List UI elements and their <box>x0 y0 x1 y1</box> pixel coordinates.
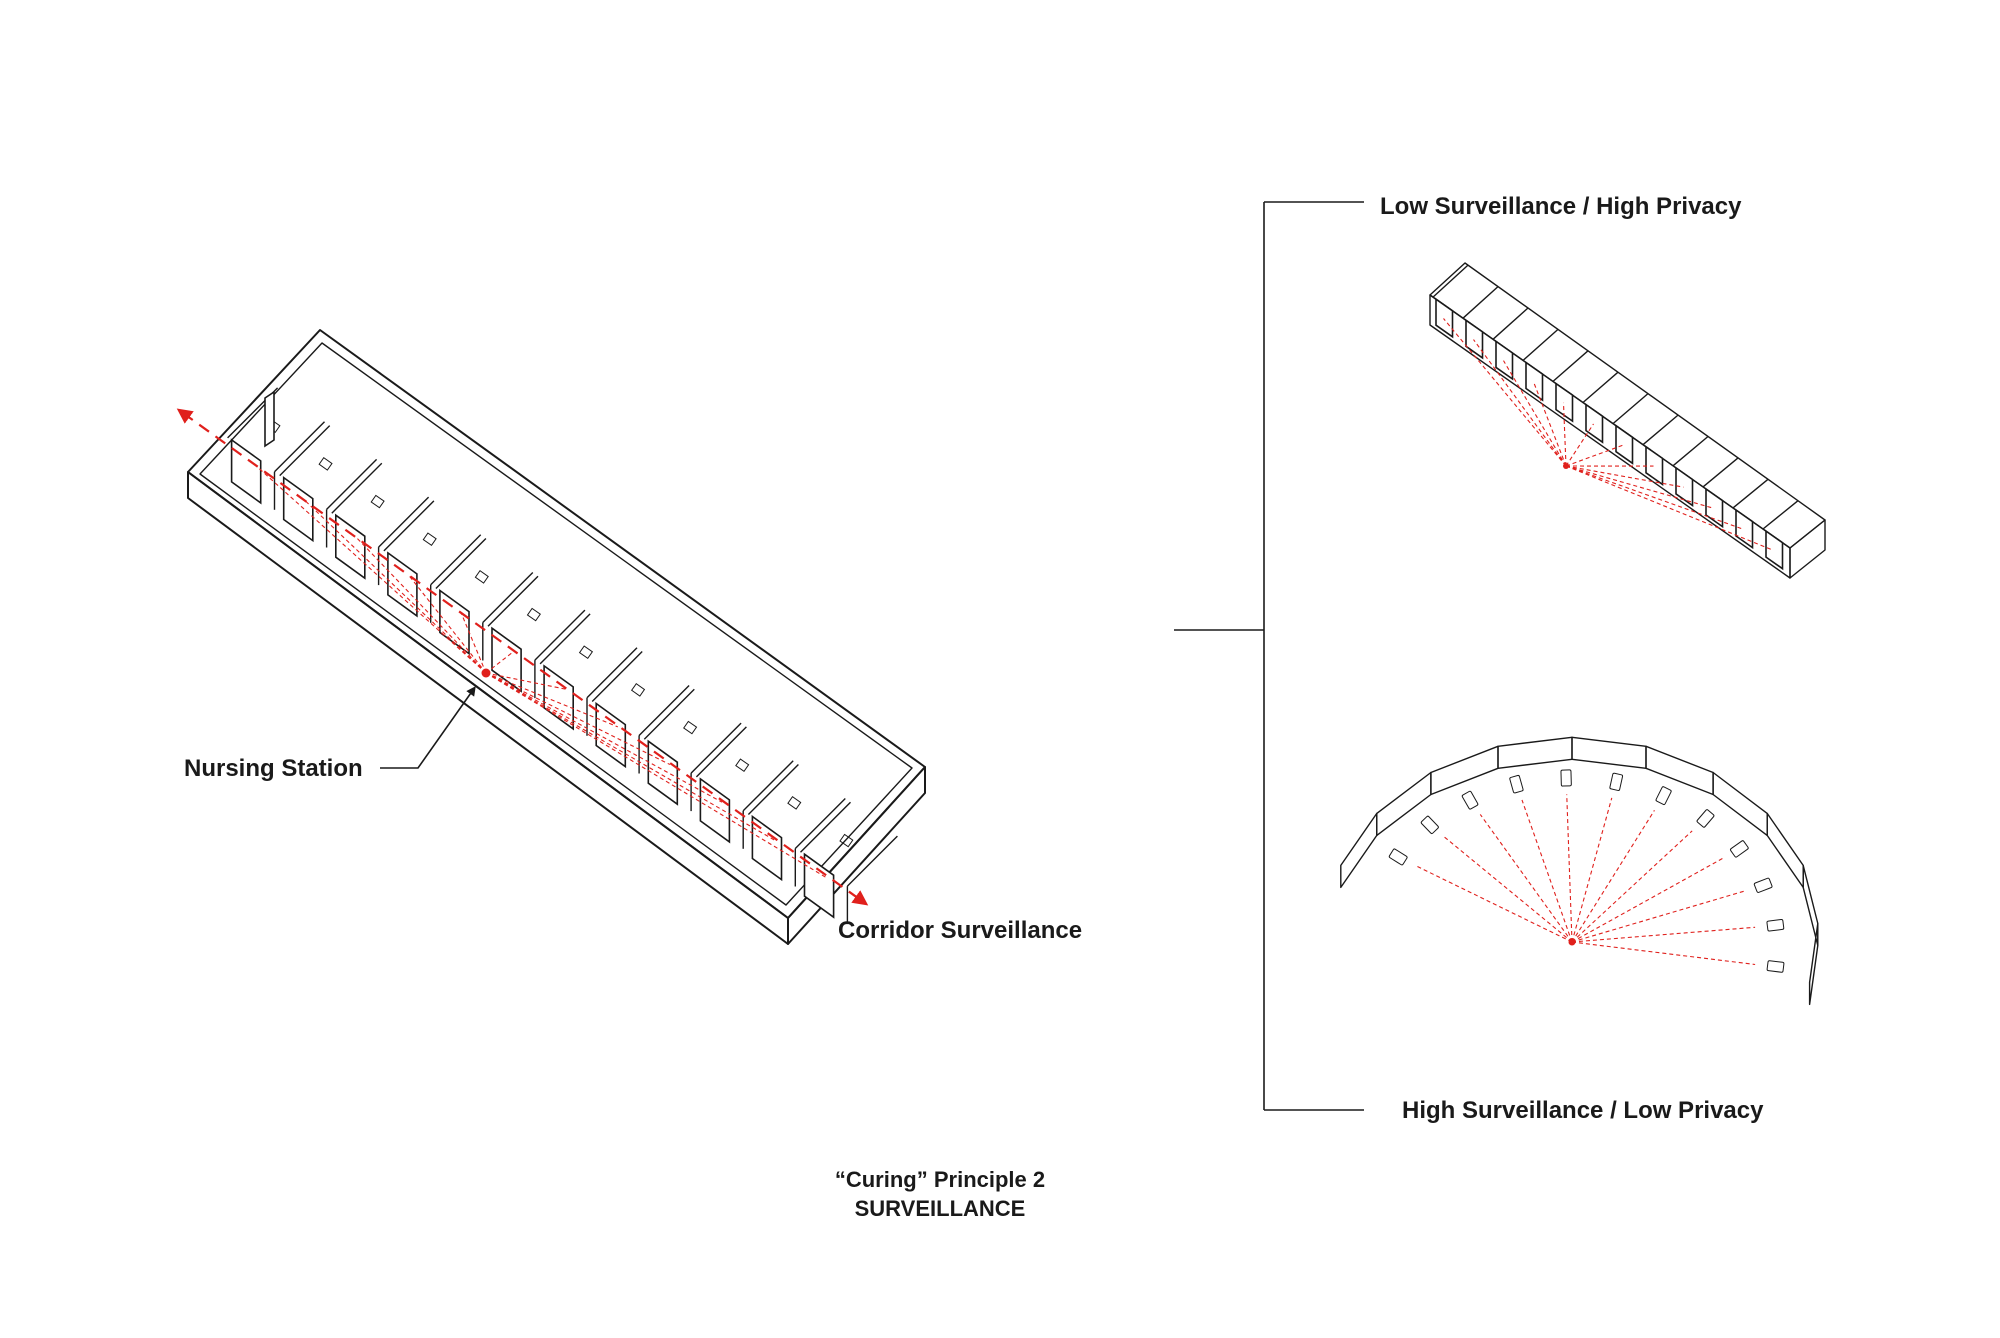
curved-wall-panel <box>1572 737 1646 768</box>
patient-room <box>592 652 689 774</box>
curved-bed <box>1767 919 1784 931</box>
main-ward-axonometric <box>183 330 925 944</box>
small-sight-line <box>1444 318 1567 466</box>
small-room <box>1583 372 1618 442</box>
curved-sight-line <box>1567 794 1572 942</box>
small-room <box>1733 479 1768 547</box>
curved-bed <box>1754 878 1773 893</box>
corridor-surveillance-arrow <box>183 413 862 901</box>
room-door <box>232 440 261 503</box>
patient-room <box>540 614 637 736</box>
high-surveillance-diagram <box>1341 737 1818 1004</box>
corridor-surveillance-label: Corridor Surveillance <box>838 917 1082 944</box>
curved-sight-line <box>1572 810 1654 942</box>
room-door <box>284 478 313 541</box>
sight-line <box>486 673 670 765</box>
patient-room <box>436 539 533 661</box>
room-door <box>648 741 677 804</box>
curved-sight-line <box>1572 858 1723 942</box>
curved-bed <box>1767 961 1784 973</box>
low-surveillance-diagram <box>1430 263 1825 578</box>
patient-room <box>280 426 377 548</box>
curved-wall-panel <box>1767 813 1803 887</box>
curved-sight-line <box>1522 800 1572 942</box>
curve-station-point <box>1569 939 1576 946</box>
nursing-station-leader <box>380 690 473 768</box>
caption-subtitle: SURVEILLANCE <box>855 1196 1026 1221</box>
comparison-bracket <box>1174 202 1364 1110</box>
curved-sight-line <box>1572 831 1692 942</box>
curved-bed <box>1696 809 1714 828</box>
small-sight-line <box>1566 466 1774 550</box>
curved-bed <box>1462 791 1479 810</box>
curved-sight-line <box>1572 891 1744 942</box>
curved-bed <box>1509 775 1523 793</box>
room-door <box>596 704 625 767</box>
curved-wall-panel <box>1377 773 1431 836</box>
small-room <box>1763 501 1798 569</box>
curved-wall-panel <box>1810 924 1818 1005</box>
small-ward-top <box>1430 263 1825 548</box>
curved-bed <box>1610 773 1623 791</box>
caption-title: “Curing” Principle 2 <box>835 1167 1045 1192</box>
ward-front-face <box>188 472 788 944</box>
end-slab <box>265 392 274 446</box>
curved-bed <box>1421 816 1439 834</box>
curved-bed <box>1389 848 1408 865</box>
patient-room <box>332 463 429 585</box>
small-room <box>1613 394 1648 464</box>
curved-sight-line <box>1572 927 1755 942</box>
room-door <box>336 515 365 578</box>
small-room <box>1523 329 1558 400</box>
small-station-point <box>1563 463 1569 469</box>
small-ward-end <box>1790 520 1825 578</box>
curved-wall-panel <box>1713 773 1767 836</box>
curved-wall-panel <box>1803 865 1818 945</box>
high-surveillance-label: High Surveillance / Low Privacy <box>1402 1097 1764 1124</box>
nursing-station-label: Nursing Station <box>184 755 363 782</box>
curved-bed <box>1656 786 1672 805</box>
curved-wall-panel <box>1646 746 1713 794</box>
curved-bed <box>1730 840 1749 857</box>
small-room <box>1493 308 1528 379</box>
curved-bed <box>1561 770 1571 786</box>
curved-wall-panel <box>1498 737 1572 768</box>
patient-room <box>228 388 325 510</box>
curved-sight-line <box>1572 798 1612 942</box>
patient-room <box>696 727 793 849</box>
curved-wall-panel <box>1431 746 1498 794</box>
curved-wall-panel <box>1341 813 1377 887</box>
ward-inner-outline <box>200 343 912 905</box>
curved-sight-line <box>1572 942 1755 964</box>
patient-room <box>801 802 898 924</box>
sight-line <box>486 673 774 840</box>
small-room <box>1463 287 1498 358</box>
small-room <box>1643 415 1678 484</box>
patient-room <box>748 765 845 887</box>
nursing-station-point <box>482 669 491 678</box>
small-sight-line <box>1566 466 1684 487</box>
small-room <box>1673 437 1708 506</box>
low-surveillance-label: Low Surveillance / High Privacy <box>1380 193 1742 220</box>
small-room <box>1553 351 1588 421</box>
